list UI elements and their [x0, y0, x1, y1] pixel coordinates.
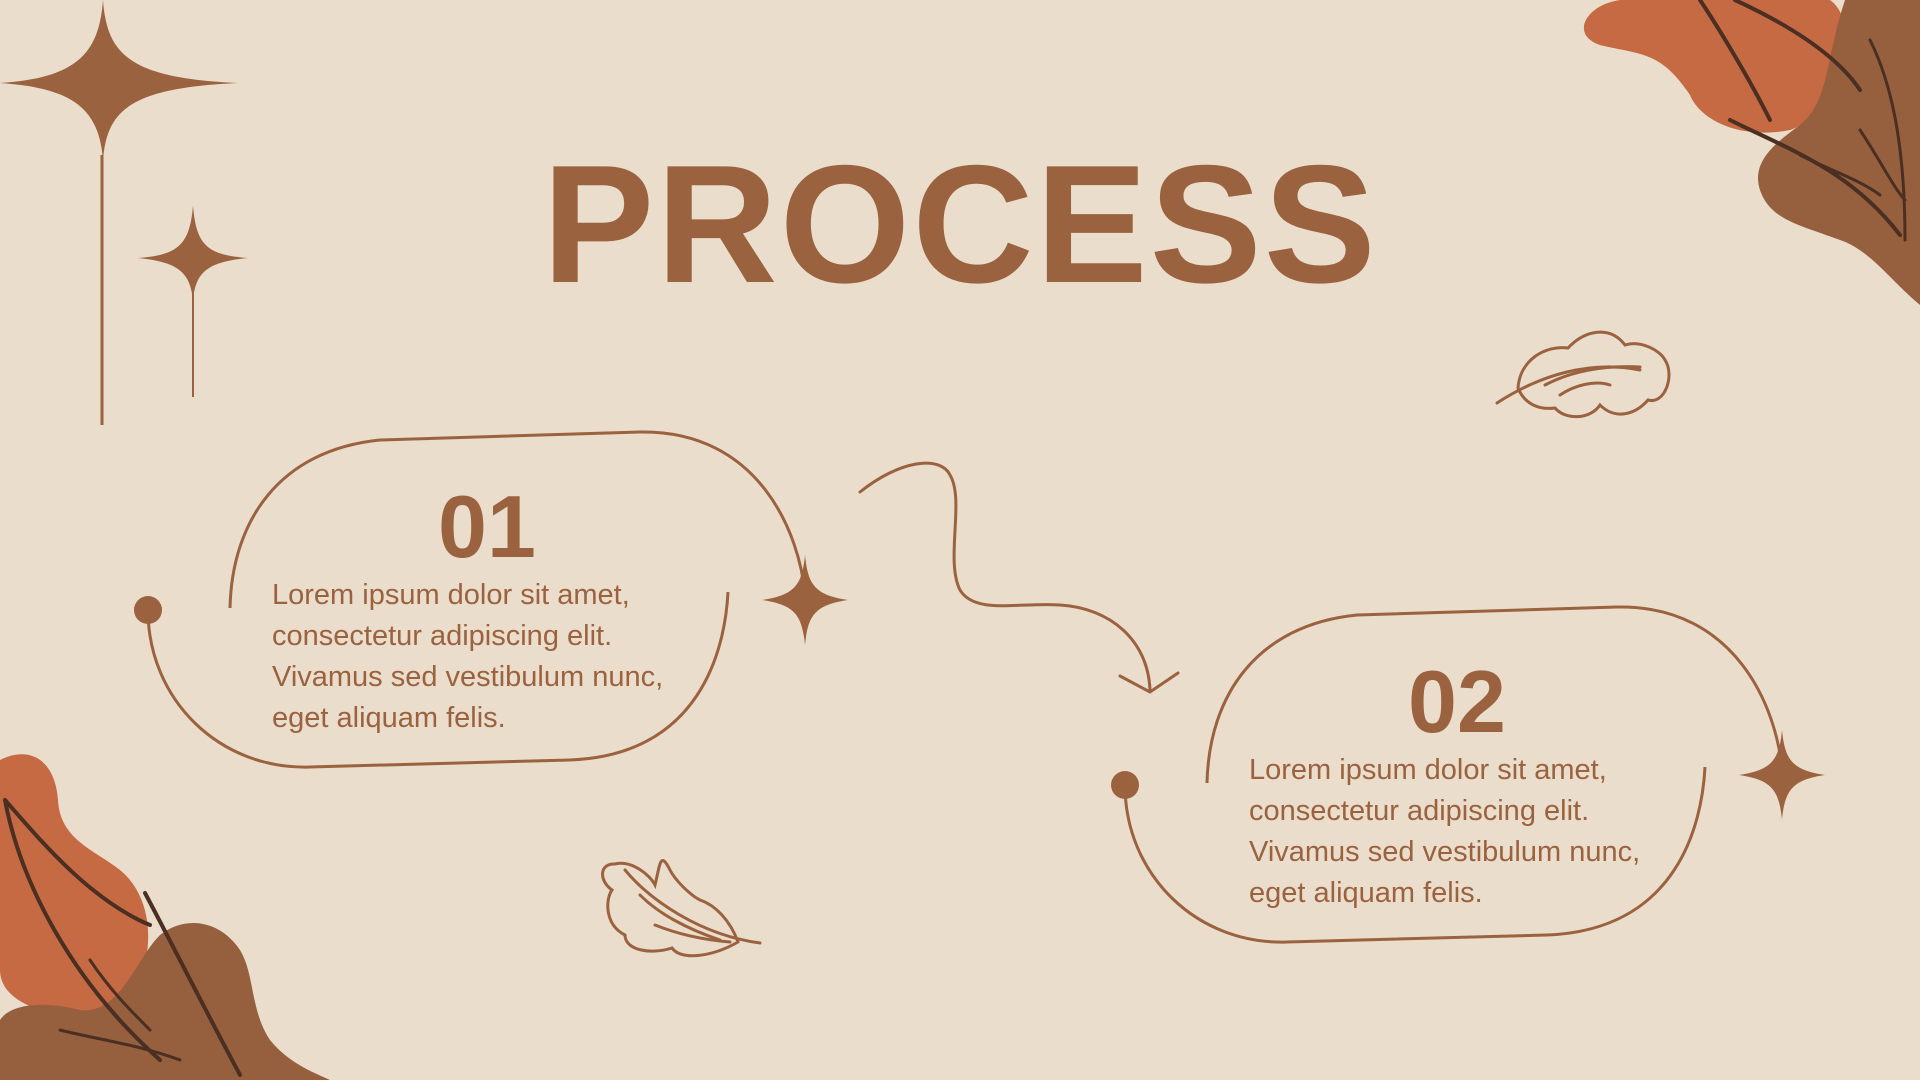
- step-2-start-dot: [1111, 771, 1139, 799]
- leaf-outline-right-icon: [1495, 330, 1671, 419]
- step-1-capsule: [146, 430, 807, 769]
- step-2-line: Lorem ipsum dolor sit amet,: [1249, 754, 1607, 786]
- step-1-start-dot: [134, 596, 162, 624]
- page-title: PROCESS: [542, 130, 1378, 318]
- step-1-line: Lorem ipsum dolor sit amet,: [272, 579, 630, 611]
- step-1-number: 01: [438, 477, 536, 576]
- step-1-description: Lorem ipsum dolor sit amet, consectetur …: [272, 575, 663, 739]
- step-2-capsule: [1123, 605, 1784, 944]
- sparkle-large-icon: [0, 0, 238, 425]
- sparkle-small-icon: [138, 205, 248, 397]
- leaf-cluster-bottom-left-icon: [0, 754, 330, 1080]
- step-2-sparkle-icon: [1739, 730, 1825, 820]
- step-1-line: eget aliquam felis.: [272, 702, 506, 734]
- step-2-line: eget aliquam felis.: [1249, 877, 1483, 909]
- step-2-line: Vivamus sed vestibulum nunc,: [1249, 836, 1641, 868]
- step-1-sparkle-icon: [762, 555, 848, 645]
- leaf-outline-center-icon: [601, 859, 762, 958]
- step-2-description: Lorem ipsum dolor sit amet, consectetur …: [1249, 750, 1640, 914]
- step-1-line: Vivamus sed vestibulum nunc,: [272, 661, 664, 693]
- connector-arrow: [858, 461, 1180, 694]
- step-2-number: 02: [1408, 652, 1506, 751]
- step-1-line: consectetur adipiscing elit.: [272, 620, 613, 652]
- step-2-line: consectetur adipiscing elit.: [1249, 795, 1590, 827]
- leaf-cluster-top-right-icon: [1583, 0, 1920, 305]
